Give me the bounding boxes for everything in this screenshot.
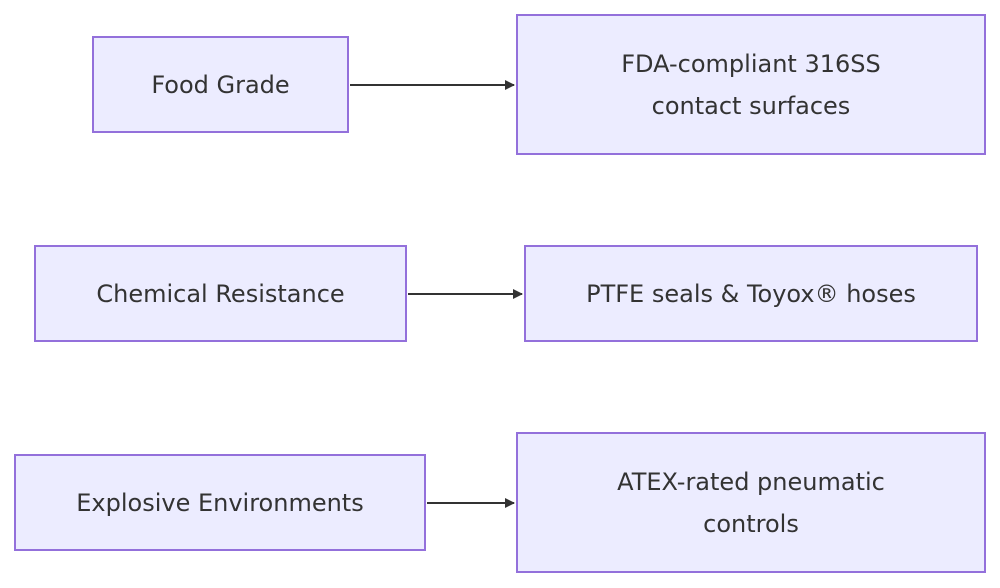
node-fda-compliant: FDA-compliant 316SS contact surfaces bbox=[516, 14, 986, 155]
node-food-grade: Food Grade bbox=[92, 36, 349, 133]
node-fda-compliant-label: FDA-compliant 316SS contact surfaces bbox=[621, 49, 881, 120]
node-atex-rated-label: ATEX-rated pneumatic controls bbox=[617, 467, 885, 538]
node-atex-rated: ATEX-rated pneumatic controls bbox=[516, 432, 986, 573]
node-ptfe-seals-label: PTFE seals & Toyox® hoses bbox=[586, 279, 916, 308]
node-ptfe-seals: PTFE seals & Toyox® hoses bbox=[524, 245, 978, 342]
node-chemical-resistance-label: Chemical Resistance bbox=[96, 279, 345, 308]
node-explosive-environments: Explosive Environments bbox=[14, 454, 426, 551]
node-explosive-environments-label: Explosive Environments bbox=[76, 488, 364, 517]
node-food-grade-label: Food Grade bbox=[151, 70, 290, 99]
node-chemical-resistance: Chemical Resistance bbox=[34, 245, 407, 342]
